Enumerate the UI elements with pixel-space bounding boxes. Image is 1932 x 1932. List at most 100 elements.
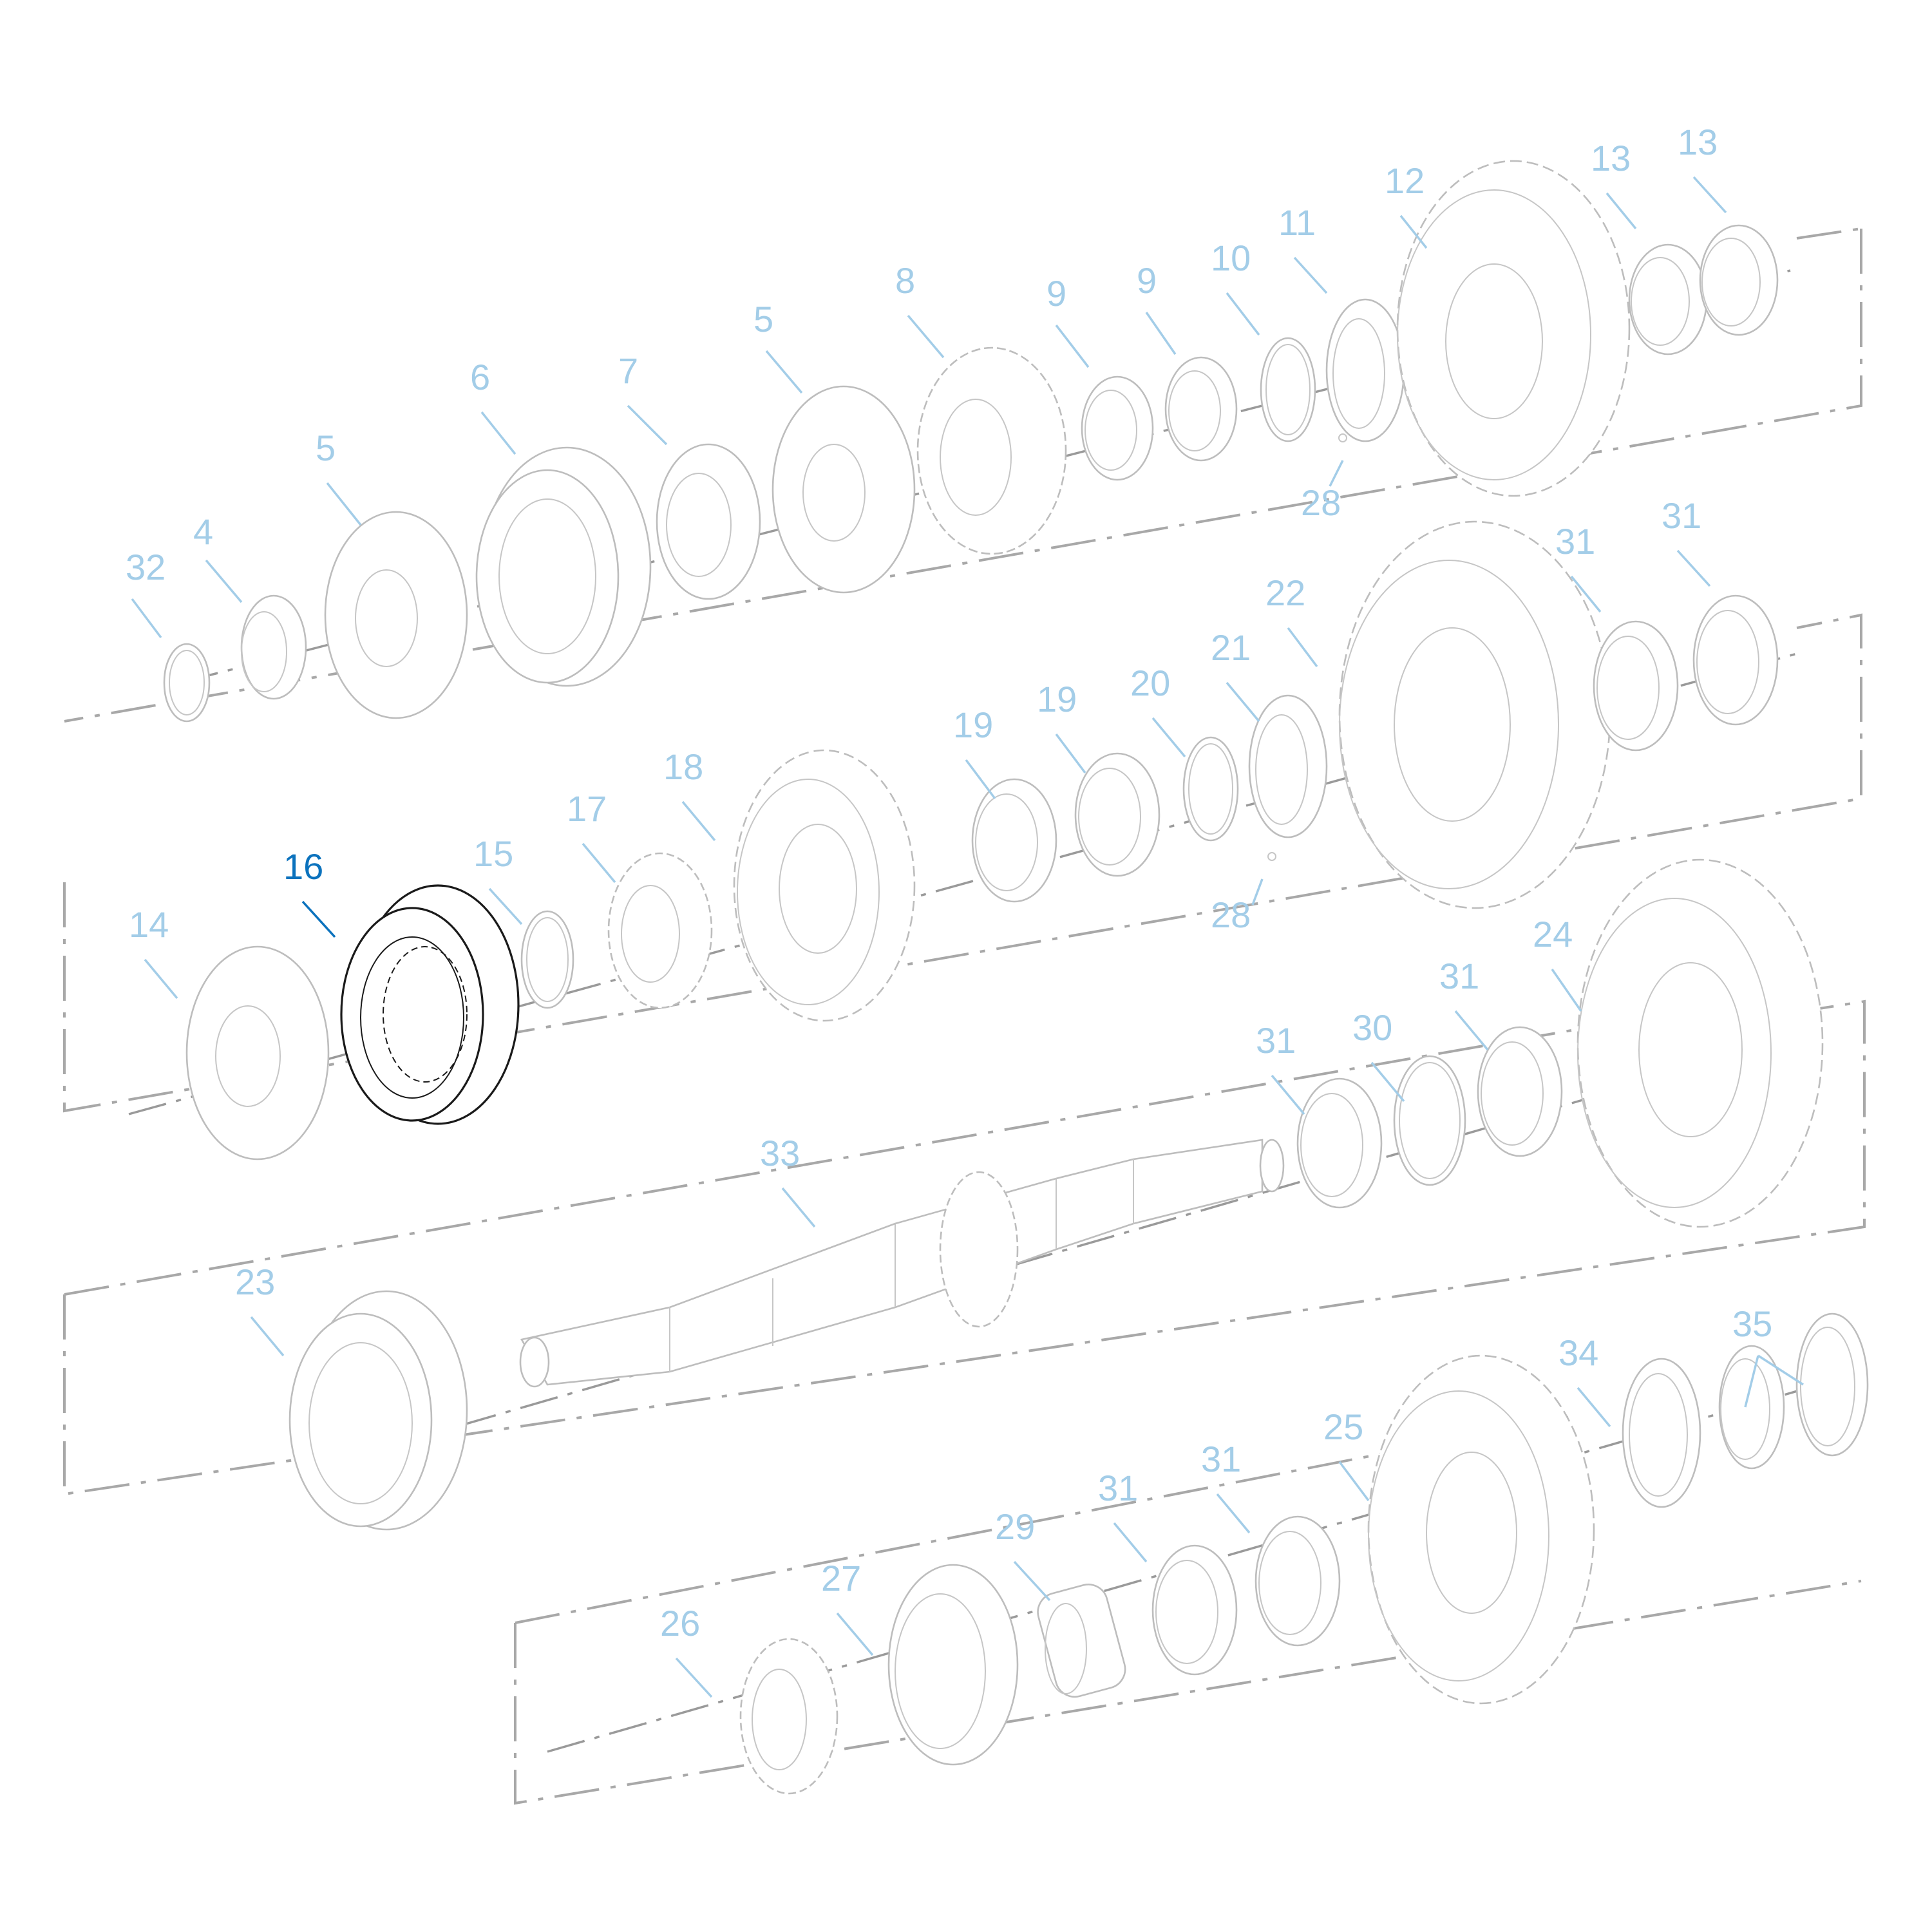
part-31-bearing-row4-b[interactable] xyxy=(1255,1515,1341,1647)
callout-part-29[interactable]: 29 xyxy=(995,1506,1051,1602)
part-number-label[interactable]: 31 xyxy=(1098,1468,1138,1508)
part-number-label[interactable]: 31 xyxy=(1256,1020,1296,1061)
part-number-label[interactable]: 24 xyxy=(1533,914,1573,954)
part-number-label[interactable]: 27 xyxy=(821,1558,861,1598)
callout-part-23[interactable]: 23 xyxy=(235,1262,285,1357)
part-number-label[interactable]: 14 xyxy=(129,904,169,945)
part-number-label[interactable]: 16 xyxy=(283,846,323,887)
part-number-label[interactable]: 13 xyxy=(1678,122,1718,162)
part-35-bearing-cup[interactable] xyxy=(1795,1312,1869,1457)
part-28-ball-a[interactable] xyxy=(1338,433,1347,442)
part-number-label[interactable]: 12 xyxy=(1385,160,1425,201)
part-number-label[interactable]: 15 xyxy=(473,833,513,874)
callout-part-19[interactable]: 19 xyxy=(953,705,996,800)
part-31-bearing-row3-a[interactable] xyxy=(1296,1077,1383,1209)
part-number-label[interactable]: 7 xyxy=(618,350,638,391)
part-26-sleeve-hub[interactable] xyxy=(739,1638,838,1795)
callout-part-31[interactable]: 31 xyxy=(1662,495,1711,587)
callout-part-13[interactable]: 13 xyxy=(1591,138,1637,230)
part-number-label[interactable]: 8 xyxy=(895,260,915,301)
callout-part-9[interactable]: 9 xyxy=(1046,273,1090,368)
part-number-label[interactable]: 31 xyxy=(1439,956,1479,996)
part-18-gear[interactable] xyxy=(733,749,916,1022)
callout-part-4[interactable]: 4 xyxy=(193,511,243,603)
part-15-snap-ring[interactable] xyxy=(520,910,574,1009)
callout-part-31[interactable]: 31 xyxy=(1098,1468,1148,1563)
callout-part-28[interactable]: 28 xyxy=(1211,878,1264,935)
callout-part-31[interactable]: 31 xyxy=(1256,1020,1305,1115)
callout-part-17[interactable]: 17 xyxy=(567,788,616,884)
callout-part-9[interactable]: 9 xyxy=(1137,260,1177,355)
part-23-synchronizer[interactable] xyxy=(289,1290,468,1531)
callout-part-26[interactable]: 26 xyxy=(660,1603,713,1698)
part-32-snap-ring[interactable] xyxy=(163,643,211,723)
part-31-bearing-row4-a[interactable] xyxy=(1151,1544,1238,1676)
callout-part-12[interactable]: 12 xyxy=(1385,160,1428,249)
callout-part-13[interactable]: 13 xyxy=(1678,122,1727,214)
part-number-label[interactable]: 31 xyxy=(1662,495,1701,536)
callout-part-34[interactable]: 34 xyxy=(1558,1332,1611,1428)
part-24-gear[interactable] xyxy=(1577,858,1824,1228)
part-number-label[interactable]: 33 xyxy=(760,1133,800,1173)
callout-part-10[interactable]: 10 xyxy=(1211,238,1260,336)
part-number-label[interactable]: 28 xyxy=(1211,895,1251,935)
callout-part-15[interactable]: 15 xyxy=(473,833,523,925)
part-number-label[interactable]: 30 xyxy=(1352,1007,1392,1048)
part-33-main-shaft[interactable] xyxy=(519,1139,1285,1388)
part-number-label[interactable]: 20 xyxy=(1130,663,1170,703)
part-12-gear[interactable] xyxy=(1396,160,1631,497)
callout-part-16[interactable]: 16 xyxy=(283,846,336,938)
callout-part-19[interactable]: 19 xyxy=(1037,679,1086,774)
part-4-bearing[interactable] xyxy=(240,594,307,700)
part-number-label[interactable]: 19 xyxy=(1037,679,1077,719)
part-number-label[interactable]: 5 xyxy=(316,428,336,468)
part-number-label[interactable]: 28 xyxy=(1301,482,1341,523)
part-number-label[interactable]: 21 xyxy=(1211,627,1251,668)
callout-part-31[interactable]: 31 xyxy=(1201,1439,1251,1534)
part-29-bushing[interactable] xyxy=(1034,1580,1130,1701)
part-9-bearing-a[interactable] xyxy=(1081,375,1154,481)
callout-part-28[interactable]: 28 xyxy=(1301,460,1344,523)
callout-part-21[interactable]: 21 xyxy=(1211,627,1260,723)
part-number-label[interactable]: 31 xyxy=(1201,1439,1241,1479)
callout-part-22[interactable]: 22 xyxy=(1265,573,1318,668)
callout-part-7[interactable]: 7 xyxy=(618,350,668,446)
callout-part-30[interactable]: 30 xyxy=(1352,1007,1405,1103)
part-9-bearing-b[interactable] xyxy=(1164,356,1238,462)
callout-part-11[interactable]: 11 xyxy=(1278,202,1328,294)
part-number-label[interactable]: 9 xyxy=(1137,260,1157,301)
part-19-bearing-a[interactable] xyxy=(971,778,1057,903)
part-number-label[interactable]: 10 xyxy=(1211,238,1251,278)
part-31-bearing-row2-a[interactable] xyxy=(1593,620,1679,752)
part-7-sleeve-hub[interactable] xyxy=(656,443,761,600)
part-5-disc-left[interactable] xyxy=(324,511,468,719)
part-30-snap-ring[interactable] xyxy=(1393,1055,1466,1186)
part-21-thrust-washer[interactable] xyxy=(1248,694,1328,838)
part-number-label[interactable]: 31 xyxy=(1555,521,1595,562)
part-number-label[interactable]: 35 xyxy=(1732,1303,1772,1344)
part-28-ball-b[interactable] xyxy=(1267,852,1276,861)
part-34-washer[interactable] xyxy=(1622,1358,1701,1508)
callout-part-14[interactable]: 14 xyxy=(129,904,178,999)
part-number-label[interactable]: 34 xyxy=(1558,1332,1598,1373)
callout-part-6[interactable]: 6 xyxy=(470,357,516,455)
part-number-label[interactable]: 19 xyxy=(953,705,993,745)
part-31-bearing-row3-b[interactable] xyxy=(1477,1026,1563,1157)
part-13-bearing-b[interactable] xyxy=(1699,224,1779,336)
part-8-gear[interactable] xyxy=(916,346,1067,555)
part-19-bearing-b[interactable] xyxy=(1074,752,1160,877)
part-11-thrust-washer[interactable] xyxy=(1325,298,1405,442)
part-number-label[interactable]: 13 xyxy=(1591,138,1631,178)
part-number-label[interactable]: 6 xyxy=(470,357,490,397)
part-number-label[interactable]: 5 xyxy=(753,299,773,339)
part-35-bearing-cone[interactable] xyxy=(1718,1345,1785,1470)
callout-part-31[interactable]: 31 xyxy=(1439,956,1489,1051)
callout-part-25[interactable]: 25 xyxy=(1323,1406,1370,1502)
callout-part-32[interactable]: 32 xyxy=(126,547,166,639)
part-number-label[interactable]: 9 xyxy=(1046,273,1066,314)
callout-part-27[interactable]: 27 xyxy=(821,1558,874,1656)
part-number-label[interactable]: 18 xyxy=(663,746,703,787)
part-number-label[interactable]: 25 xyxy=(1323,1406,1363,1447)
part-27-ring[interactable] xyxy=(887,1564,1019,1766)
part-22-gear[interactable] xyxy=(1338,520,1611,909)
